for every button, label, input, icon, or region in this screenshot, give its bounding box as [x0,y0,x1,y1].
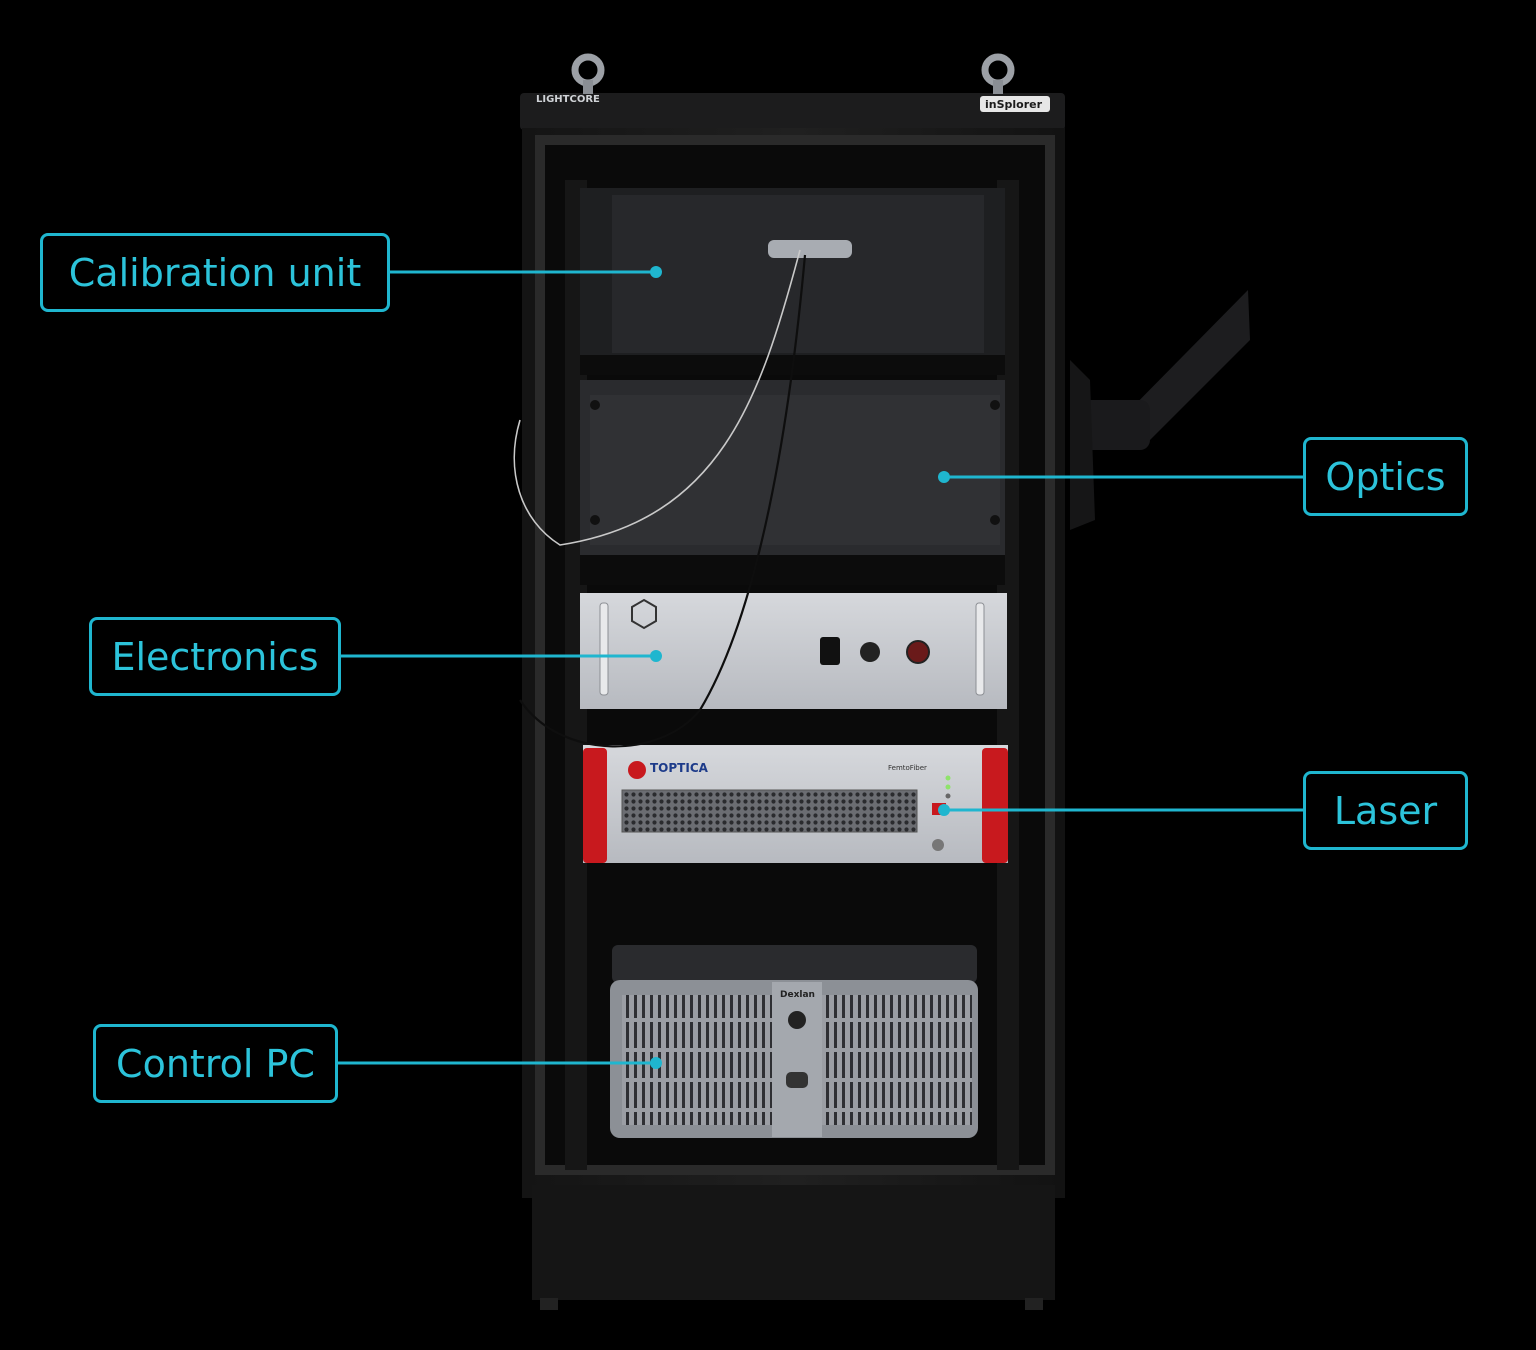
monitor-arm [1070,290,1250,530]
laser-model: FemtoFiber [888,764,927,772]
callout-optics: Optics [1303,437,1468,516]
fiber-cable-black [519,254,807,748]
callout-leaders [338,266,1303,1069]
eye-bolt-right [981,53,1015,87]
emergency-stop-icon [906,640,930,664]
callout-laser: Laser [1303,771,1468,850]
callout-control-pc: Control PC [93,1024,338,1103]
laser-brand: TOPTICA [650,761,709,775]
hexagon-logo-icon [631,598,657,630]
control-pc: Dexlan [610,945,978,1138]
callout-calibration-unit: Calibration unit [40,233,390,312]
laser-unit: TOPTICA FemtoFiber [583,745,1008,863]
electronics-knob-icon [860,642,880,662]
cabinet-brand-left: LIGHTCORE [536,94,600,105]
electronics-unit [580,593,1007,709]
optics-panel [580,380,1005,585]
toptica-logo-icon [628,761,646,779]
calibration-unit [580,188,1005,375]
power-switch [820,637,840,665]
callout-electronics: Electronics [89,617,341,696]
pc-lock-icon [788,1011,806,1029]
cabinet-brand-right: inSplorer [985,98,1043,111]
key-switch-icon [932,839,944,851]
pc-usb-ports [786,1072,808,1088]
eye-bolt-left [571,53,605,87]
pc-brand: Dexlan [780,990,815,1000]
fiber-cable [513,249,801,546]
